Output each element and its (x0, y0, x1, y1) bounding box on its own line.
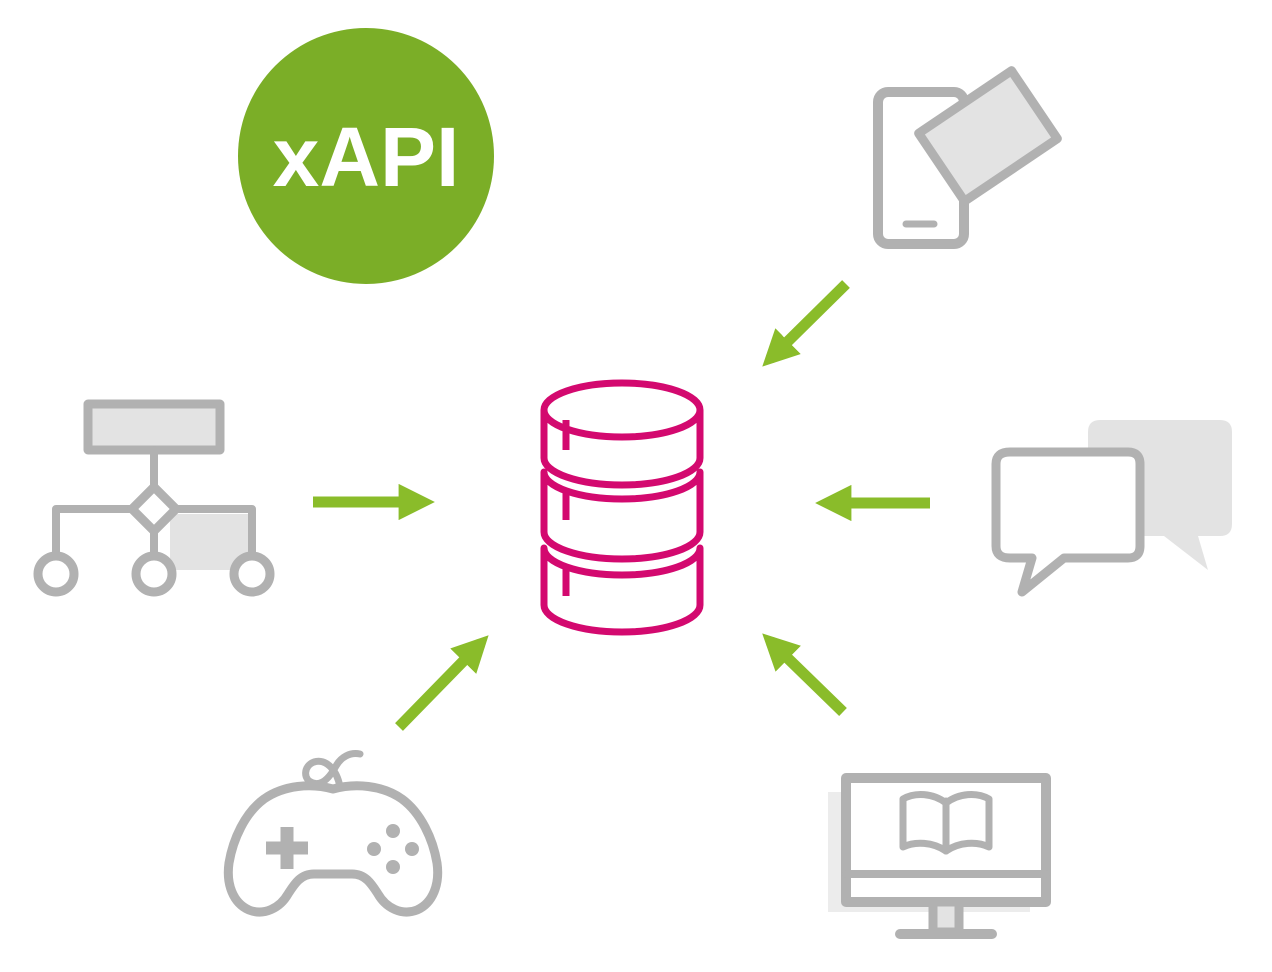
controller-button-right (405, 842, 419, 856)
book-right-page (942, 791, 993, 855)
database-top-ellipse (540, 379, 704, 441)
arrow-monitor-to-db (762, 633, 847, 716)
org-chart-node-left (33, 551, 79, 597)
tilted-card (914, 66, 1062, 206)
chat-bubbles-icon (991, 420, 1232, 597)
org-chart-left-link (52, 505, 136, 560)
controller-button-bottom (386, 860, 400, 874)
game-controller-icon (223, 750, 443, 917)
tilted-card-rect (914, 66, 1062, 206)
book-left-page (899, 791, 950, 855)
database-icon (540, 379, 704, 636)
controller-button-top (386, 824, 400, 838)
chat-bubble-front (991, 447, 1145, 597)
mobile-device-icon (873, 66, 1062, 249)
monitor-stand (928, 897, 964, 937)
org-chart-node-right (229, 551, 275, 597)
database-band-middle (540, 468, 704, 563)
controller-button-left (367, 842, 381, 856)
database-band-bottom (540, 544, 704, 636)
elearning-monitor-icon (828, 773, 1051, 939)
arrow-controller-to-db (395, 635, 489, 731)
org-chart-icon (33, 399, 275, 597)
arrows (313, 280, 930, 731)
org-chart-diamond (127, 482, 181, 536)
org-chart-root-box (83, 399, 225, 455)
org-chart-node-middle (131, 551, 177, 597)
controller-body (223, 781, 443, 917)
xapi-badge-circle (238, 28, 494, 284)
org-chart-right-link (172, 505, 256, 560)
xapi-label: xAPI (273, 110, 460, 204)
xapi-badge: xAPI (238, 28, 494, 284)
arrow-mobile-to-db (762, 280, 850, 367)
